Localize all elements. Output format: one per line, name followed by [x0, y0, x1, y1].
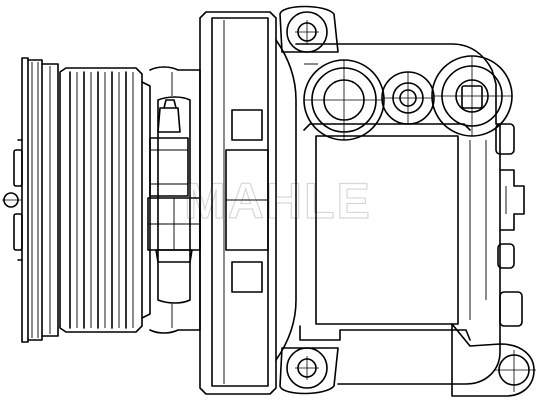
- cylinder-head-flange: [199, 11, 297, 395]
- clutch-pulley: [2, 57, 151, 343]
- compressor-housing: [295, 43, 501, 385]
- top-mounting-ear: [279, 5, 339, 53]
- electrical-connector: [147, 99, 201, 263]
- suction-port: [303, 59, 385, 141]
- right-side-bosses: [495, 123, 525, 327]
- pulley-rim: [59, 67, 151, 333]
- clutch-hub-plate: [13, 57, 59, 343]
- pulley-grooves: [69, 71, 134, 329]
- bottom-mounting-ear: [279, 347, 339, 395]
- rear-mounting-foot: [451, 323, 536, 397]
- service-valve-port: [381, 71, 435, 125]
- discharge-port: [431, 55, 513, 137]
- brand-watermark: MAHLE: [184, 173, 372, 229]
- clutch-center-bolt: [2, 192, 22, 208]
